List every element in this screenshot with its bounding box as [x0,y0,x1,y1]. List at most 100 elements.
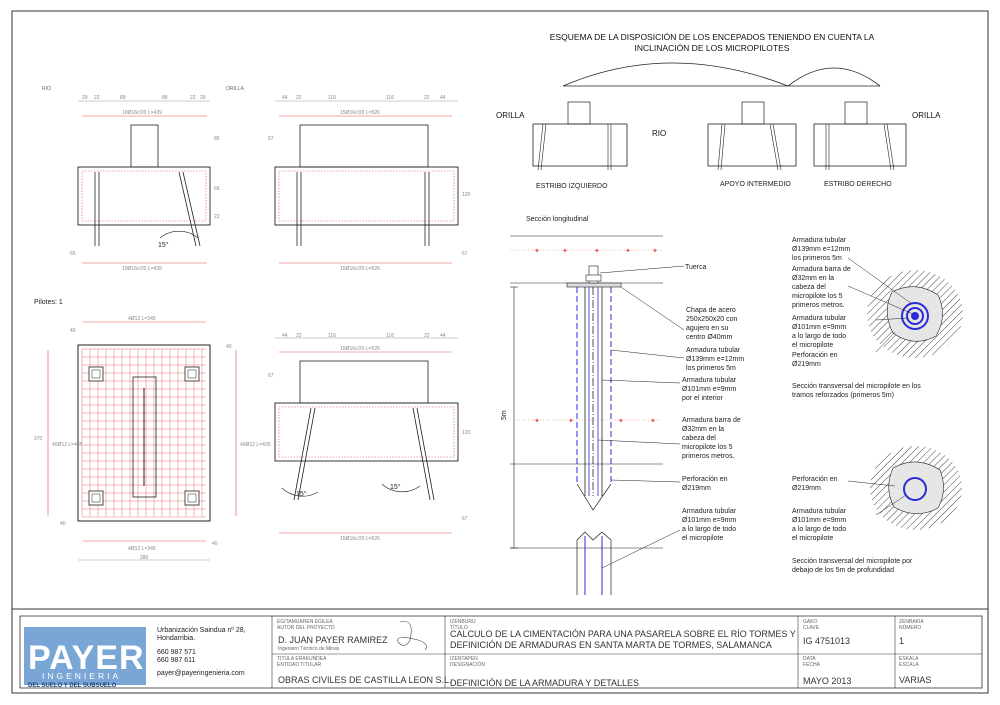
plan-dim-40-top: 40 [70,328,76,334]
dim-v-1: 85 [214,136,220,142]
dim-v-3: 22 [214,214,220,220]
company-email: payer@payeringenieria.com [157,670,245,677]
dim-5m: 5m [501,410,508,420]
dim2-top-5: 22 [424,95,430,101]
dim2-top-6: 44 [440,95,446,101]
svg-text:✦: ✦ [625,247,631,255]
dim-top-1: 29 [82,95,88,101]
scale-header: ESKALA ESCALA [899,656,920,668]
r-label-arm101-a: Armadura tubular Ø101mm e=9mm a lo largo… [792,315,848,349]
dim-v-4: 65 [70,251,76,257]
plan-bar-bottom: 4Ø12 L=345 [128,546,156,552]
elevation-estribo-derecho: 44 22 116 116 22 44 15Ø16c/20 L=526 15Ø1… [268,95,471,272]
author-signature [397,621,427,651]
label-rio-center: RIO [652,129,666,138]
label-barra32: Armadura barra de Ø32mm en la cabeza del… [682,417,743,460]
date-header: DATA FECHA [803,656,821,668]
company-address: Urbanización Saindua nº 28, Hondarribia. [157,627,248,642]
date-value: MAYO 2013 [803,676,851,686]
label-seccion-longitudinal: Sección longitudinal [526,216,589,223]
label-arm101-todo: Armadura tubular Ø101mm e=9mm a lo largo… [682,508,738,542]
label-pilotes: Pilotes: 1 [34,299,63,306]
dim3-v-2: 120 [462,430,471,436]
title-header: IZENBURU TÍTULO [450,619,477,631]
bar2-label-bottom: 15Ø16c/20 L=526 [340,266,380,272]
svg-text:✦: ✦ [594,247,600,255]
dim2-top-1: 44 [282,95,288,101]
plan-dim-40-br: 40 [212,541,218,547]
label-orilla-right: ORILLA [912,111,941,120]
dim2-top-4: 116 [386,95,394,101]
author-header: EGITAMUAREN EGILEA AUTOR DEL PROYECTO [277,619,335,631]
sheet-frame [11,10,989,694]
dim3-top-5: 22 [424,333,430,339]
dim3-v-1: 67 [268,373,274,379]
company-phones: 660 987 571 660 987 611 [157,649,198,664]
dim2-v-1: 67 [268,136,274,142]
plan-bar-left: 40Ø12 L=435 [52,442,83,448]
scheme-title-line2: INCLINACIÓN DE LOS MICROPILOTES [635,43,790,53]
dim2-v-2: 120 [462,192,471,198]
label-tuerca: Tuerca [685,264,707,271]
key-value: IG 4751013 [803,636,850,646]
plan-dim-280: 280 [140,555,149,561]
bridge-scheme [532,62,907,171]
bar3-label-bottom: 15Ø16c/20 L=526 [340,536,380,542]
angle-label-3: 15° [390,483,401,491]
owner-header: TITULA ERAKUNDEA ENTIDAD TITULAR [277,656,328,668]
seccion-longitudinal-drawing: ✦ ✦ ✦ ✦ ✦ ✦ ✦ ✦ ✦ [510,235,685,595]
r-label-arm101-b: Armadura tubular Ø101mm e=9mm a lo largo… [792,508,848,542]
bar3-label-top: 15Ø16c/20 L=526 [340,346,380,352]
dim3-top-3: 116 [328,333,336,339]
number-value: 1 [899,636,904,646]
label-perforacion: Perforación en Ø219mm [682,476,729,492]
key-header: GAKO CLAVE [803,619,820,631]
label-apoyo-intermedio: APOYO INTERMEDIO [720,181,791,188]
svg-text:✦: ✦ [534,417,540,425]
elevation-estribo-izquierdo: 29 22 89 89 22 29 10Ø16c/20 L=439 15° 10… [70,95,220,272]
company-logo [24,627,146,685]
r-label-perf-a: Perforación en Ø219mm [792,352,839,368]
dim2-v-3: 67 [462,251,468,257]
r-label-barra32: Armadura barra de Ø32mm en la cabeza del… [792,266,853,309]
dim3-top-1: 44 [282,333,288,339]
label-rio-left: RIO [42,86,51,92]
project-title: CALCULO DE LA CIMENTACIÓN PARA UNA PASAR… [450,629,798,650]
plan-dim-370: 370 [34,436,43,442]
dim3-top-2: 22 [296,333,302,339]
dim-top-5: 22 [190,95,196,101]
bar-label-top: 10Ø16c/20 L=439 [122,110,162,116]
plan-bar-right: 40Ø12 L=435 [240,442,271,448]
dim-top-4: 89 [162,95,168,101]
bar2-label-top: 15Ø16c/20 L=526 [340,110,380,116]
svg-text:✦: ✦ [618,417,624,425]
number-header: ZENBAKIA NÚMERO [899,619,925,631]
caption-seccion-profunda: Sección transversal del micropilote por … [792,558,914,574]
author-name: D. JUAN PAYER RAMIREZ [278,635,388,645]
label-arm101-interior: Armadura tubular Ø101mm e=9mm por el int… [682,377,738,402]
dim-top-3: 89 [120,95,126,101]
scheme-title-line1: ESQUEMA DE LA DISPOSICIÓN DE LOS ENCEPAD… [550,32,875,42]
plan-dim-40-bl: 40 [60,521,66,527]
label-estribo-izquierdo: ESTRIBO IZQUIERDO [536,183,608,190]
svg-text:✦: ✦ [652,247,658,255]
scale-value: VARIAS [899,675,931,685]
r-label-arm139: Armadura tubular Ø139mm e=12mm los prime… [792,237,852,262]
dim3-top-6: 44 [440,333,446,339]
title-block: PAYER INGENIERIA DEL SUELO Y DEL SUBSUEL… [19,615,983,689]
svg-text:✦: ✦ [650,417,656,425]
plan-bar-top: 4Ø12 L=345 [128,316,156,322]
angle-label-2: 15° [296,490,307,498]
svg-text:✦: ✦ [534,247,540,255]
dim-v-2: 66 [214,186,220,192]
dim2-top-2: 22 [296,95,302,101]
company-tagline: DEL SUELO Y DEL SUBSUELO [28,683,117,689]
svg-text:✦: ✦ [568,417,574,425]
plan-dim-40-right: 40 [226,344,232,350]
company-logo-sub: INGENIERIA [42,671,121,681]
label-chapa: Chapa de acero 250x250x20 con agujero en… [686,307,739,341]
r-label-perf-b: Perforación en Ø219mm [792,476,839,492]
dim3-v-3: 67 [462,516,468,522]
dim2-top-3: 116 [328,95,336,101]
label-orilla-left: ORILLA [496,111,525,120]
